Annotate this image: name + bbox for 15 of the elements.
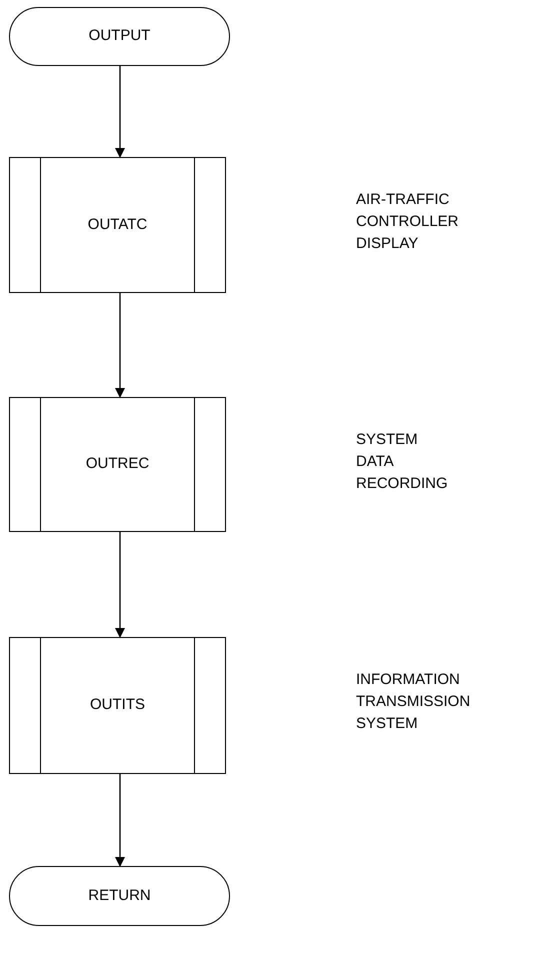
subroutine-box — [9, 397, 226, 532]
node-label: OUTREC — [86, 454, 150, 474]
node-label: OUTPUT — [88, 26, 150, 46]
arrow — [115, 293, 125, 398]
node-label: OUTITS — [90, 695, 145, 716]
description-text: AIR-TRAFFIC CONTROLLER DISPLAY — [356, 190, 459, 254]
description-text: SYSTEM DATA RECORDING — [356, 430, 448, 494]
arrow — [115, 66, 125, 158]
arrow — [115, 774, 125, 867]
subroutine-box — [9, 637, 226, 774]
arrow — [115, 532, 125, 638]
subroutine-box — [9, 157, 226, 293]
node-label: RETURN — [88, 886, 151, 906]
node-label: OUTATC — [88, 214, 148, 235]
description-text: INFORMATION TRANSMISSION SYSTEM — [356, 670, 470, 734]
